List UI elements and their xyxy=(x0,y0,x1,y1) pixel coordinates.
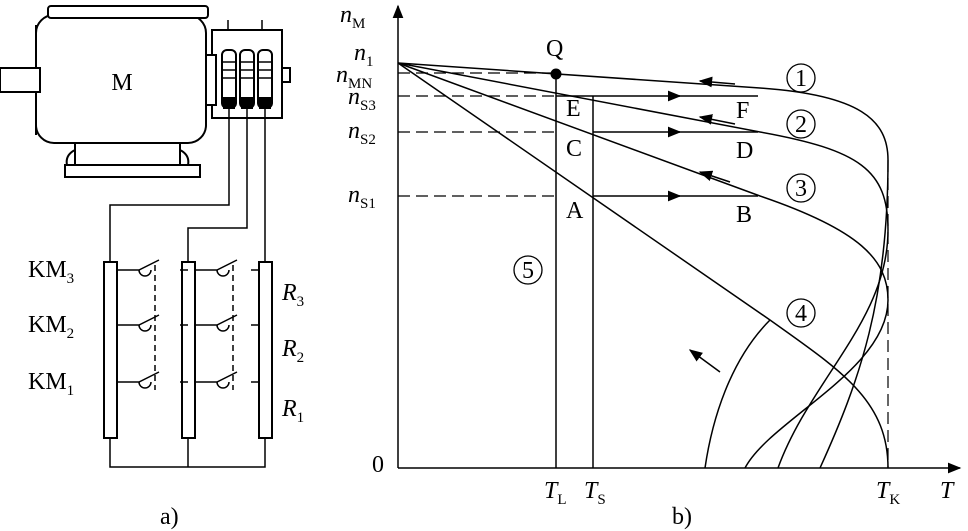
x-axis-label: T xyxy=(940,478,955,504)
curve-number-1: 1 xyxy=(795,66,807,92)
tick-tk: TK xyxy=(876,478,900,508)
resistor-bars xyxy=(103,261,273,439)
characteristic-curves xyxy=(397,62,889,469)
curve-4 xyxy=(397,62,889,469)
rotor-wiring xyxy=(109,108,266,468)
curve-2 xyxy=(397,62,889,469)
resistor-label-r1: R1 xyxy=(281,396,304,426)
point-d: D xyxy=(736,138,753,164)
curve-number-2: 2 xyxy=(795,112,807,138)
origin-label: 0 xyxy=(372,452,384,478)
point-labels: Q E F C D A B xyxy=(546,36,753,228)
x-tick-labels: TL TS TK xyxy=(544,478,900,508)
tick-ns1: nS1 xyxy=(348,182,376,212)
curve-numbers: 1 2 3 4 5 xyxy=(522,66,807,327)
caption-a: a) xyxy=(160,504,179,530)
resistor-label-r2: R2 xyxy=(281,336,304,366)
y-tick-labels: n1 nMN nS3 nS2 nS1 xyxy=(336,40,376,212)
curve-3 xyxy=(397,62,889,469)
contactor-label-km3: KM3 xyxy=(28,257,74,287)
point-b: B xyxy=(736,202,752,228)
panel-a xyxy=(0,5,291,468)
tick-nmn: nMN xyxy=(336,62,372,92)
resistor-labels: R3 R2 R1 xyxy=(281,280,304,426)
tick-ns3: nS3 xyxy=(348,84,376,114)
curve-1 xyxy=(397,62,889,469)
point-c: C xyxy=(566,136,582,162)
point-q: Q xyxy=(546,36,563,62)
tick-tl: TL xyxy=(544,478,567,508)
curve-number-5: 5 xyxy=(522,258,534,284)
curve-number-3: 3 xyxy=(795,176,807,202)
curve-number-4: 4 xyxy=(795,301,807,327)
caption-b: b) xyxy=(672,504,692,530)
curve-number-circles xyxy=(513,63,816,328)
point-a: A xyxy=(566,198,584,224)
contactor-labels: KM3 KM2 KM1 xyxy=(28,257,74,399)
contactor-label-km2: KM2 xyxy=(28,312,74,342)
motor-label: M xyxy=(111,70,132,96)
curve-4-lower xyxy=(704,319,771,469)
resistor-label-r3: R3 xyxy=(281,280,304,310)
contactor-contacts xyxy=(117,259,259,390)
point-f: F xyxy=(736,98,749,124)
motor xyxy=(0,5,291,178)
transitions xyxy=(556,76,758,373)
tick-ns2: nS2 xyxy=(348,118,376,148)
contactor-label-km1: KM1 xyxy=(28,369,74,399)
y-axis-label: nM xyxy=(340,2,365,32)
operating-point-q xyxy=(550,68,562,80)
point-e: E xyxy=(566,96,581,122)
reference-lines xyxy=(398,72,889,468)
tick-ts: TS xyxy=(584,478,606,508)
panel-b xyxy=(392,4,962,474)
tick-n1: n1 xyxy=(354,40,374,70)
